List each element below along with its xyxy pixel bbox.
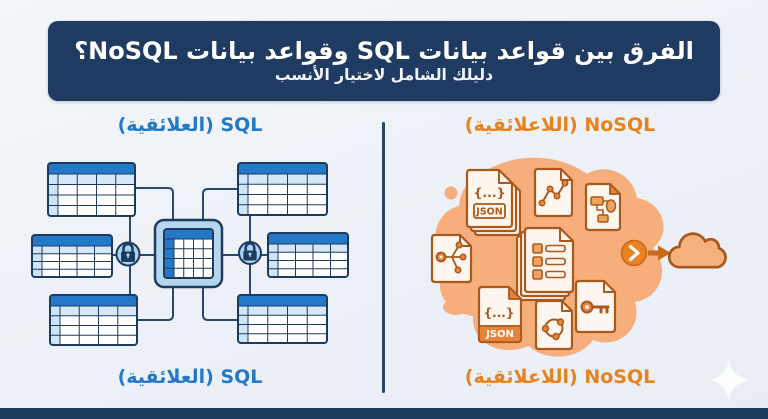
blob-dot (444, 186, 458, 200)
sparkle-icon (710, 360, 748, 400)
table-icon (267, 232, 349, 278)
key-document-icon (574, 279, 617, 334)
svg-text:{...}: {...} (473, 185, 505, 200)
lock-icon (238, 241, 262, 265)
arrow-icon (648, 245, 671, 261)
primary-table-icon (163, 228, 214, 279)
page-subtitle: دليلك الشامل لاختيار الأنسب (274, 65, 494, 84)
svg-text:{...}: {...} (484, 306, 515, 320)
table-icon (237, 162, 328, 216)
sql-label-bottom: SQL (العلائقية) (117, 366, 263, 388)
nosql-diagram: {...} JSON (430, 157, 727, 357)
key-branch-document-icon (430, 233, 473, 284)
json-file-icon: {...} JSON (477, 285, 523, 344)
primary-table-card (153, 218, 224, 289)
json-file-stack-icon: {...} JSON (465, 168, 522, 237)
header-banner: الفرق بين قواعد بيانات SQL وقواعد بيانات… (48, 21, 720, 101)
chart-document-icon (533, 167, 574, 218)
cloud-icon (667, 232, 727, 269)
lock-icon (115, 241, 141, 267)
blob-dot (577, 332, 585, 340)
sql-label-top: SQL (العلائقية) (117, 114, 263, 136)
nosql-label-bottom: NoSQL (اللاعلائقية) (464, 366, 656, 388)
nosql-label-top: NoSQL (اللاعلائقية) (464, 114, 656, 136)
svg-text:JSON: JSON (485, 329, 514, 340)
table-icon (47, 162, 136, 217)
list-document-stack-icon (515, 226, 575, 302)
svg-text:JSON: JSON (475, 207, 502, 218)
section-divider (382, 122, 385, 393)
page-title: الفرق بين قواعد بيانات SQL وقواعد بيانات… (74, 36, 694, 65)
table-icon (49, 294, 138, 346)
table-icon (31, 234, 113, 278)
blob-dot (443, 299, 469, 315)
table-icon (237, 294, 328, 344)
flowchart-document-icon (584, 182, 622, 232)
bottom-bar (0, 408, 768, 419)
sql-diagram (31, 162, 349, 346)
network-document-icon (534, 299, 574, 351)
chevron-circle-icon (620, 239, 648, 267)
